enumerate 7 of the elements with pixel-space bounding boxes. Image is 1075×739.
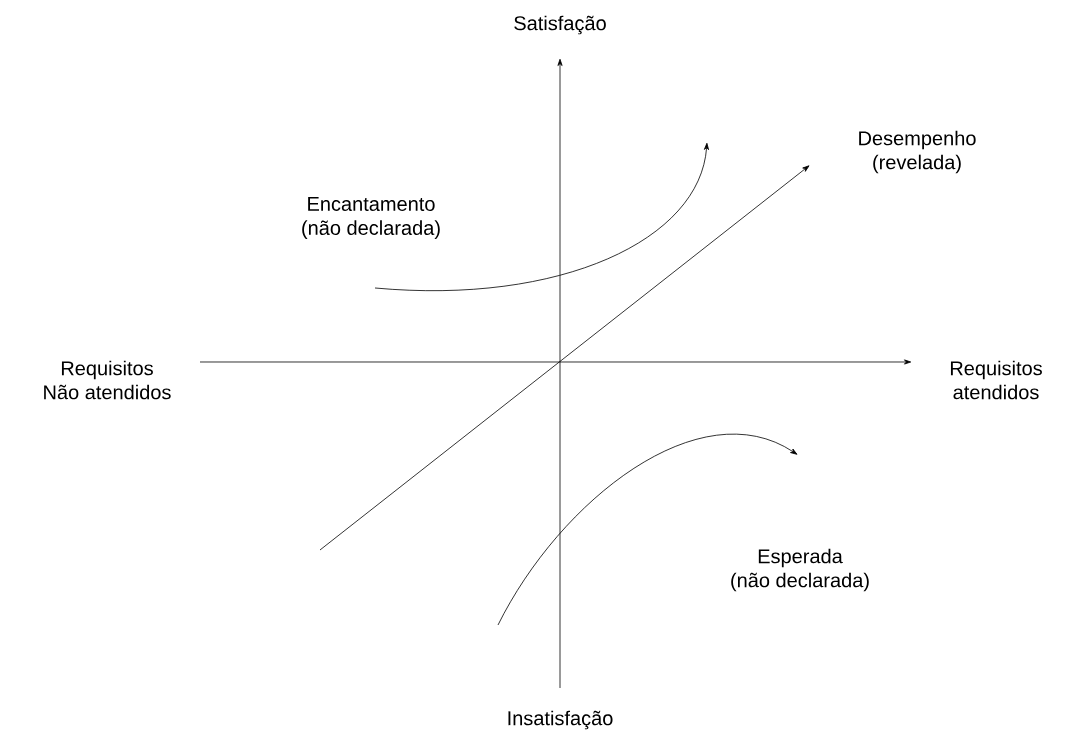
axis-label: Requisitos atendidos (950, 360, 1042, 400)
axis-label: Requisitos Não atendidos (44, 360, 171, 400)
curve-label: Desempenho (revelada) (859, 130, 976, 174)
axis-label: Insatisfação (508, 710, 613, 730)
curve-label: Encantamento (não declarada) (302, 197, 440, 239)
axis-label: Satisfação (514, 15, 606, 35)
curve-label: Esperada (não declarada) (731, 548, 869, 592)
